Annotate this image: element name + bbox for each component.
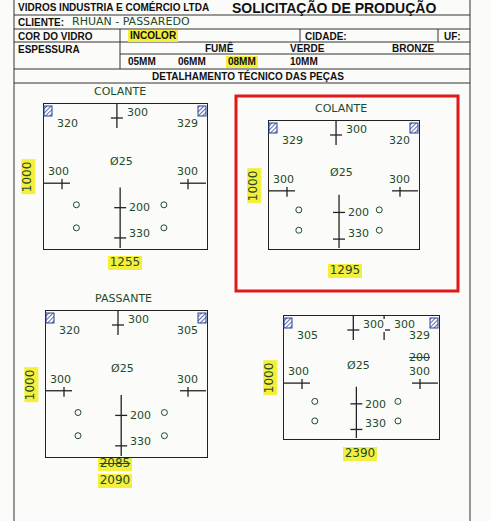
dimension-note: Ø25 <box>109 156 134 169</box>
height-dimension: 1000 <box>263 361 277 396</box>
field-name: CIDADE: <box>305 31 347 43</box>
panel-heading: COLANTE <box>314 103 368 116</box>
dimension-note: 300 <box>176 166 199 179</box>
field-name: ESPESSURA <box>18 44 80 56</box>
dimension-note: 200 <box>128 202 151 215</box>
height-dimension: 1000 <box>247 169 261 204</box>
panel-heading: COLANTE <box>93 86 147 99</box>
dimension-note: 329 <box>408 330 431 343</box>
dimension-note: 200 <box>408 352 431 365</box>
dimension-note: 200 <box>129 410 152 423</box>
glass-panel: 305300300329Ø25300200300200330 <box>283 315 440 440</box>
dimension-note: 300 <box>287 366 310 379</box>
width-dimension: 2390 <box>343 447 378 461</box>
dimension-note: 200 <box>347 207 370 220</box>
dimension-note: 330 <box>364 418 387 431</box>
width-dimension: 1295 <box>328 264 363 278</box>
dimension-note: 320 <box>58 325 81 338</box>
dimension-note: Ø25 <box>110 363 135 376</box>
dimension-note: 305 <box>296 330 319 343</box>
dimension-note: 300 <box>345 124 368 137</box>
dimension-note: 300 <box>49 374 72 387</box>
dimension-note: 300 <box>126 107 149 120</box>
option: 10MM <box>290 56 318 68</box>
option: 06MM <box>178 56 206 68</box>
dimension-note: Ø25 <box>346 360 371 373</box>
dimension-note: 300 <box>272 174 295 187</box>
height-dimension: 1000 <box>21 160 35 195</box>
dimension-note: 320 <box>388 135 411 148</box>
glass-panel: COLANTE329300320Ø25300300200330 <box>268 120 420 250</box>
dimension-note: 330 <box>128 228 151 241</box>
struck-dimension: 2085 <box>98 457 133 471</box>
dimension-note: 329 <box>281 135 304 148</box>
option: BRONZE <box>392 43 434 55</box>
section-title: DETALHAMENTO TÉCNICO DAS PEÇAS <box>152 71 344 83</box>
dimension-note: 300 <box>362 319 385 332</box>
option: VERDE <box>290 43 324 55</box>
glass-panel: COLANTE320300329Ø25300300200330 <box>43 103 208 250</box>
field-name: COR DO VIDRO <box>18 31 92 43</box>
dimension-note: 330 <box>129 436 152 449</box>
height-dimension: 1000 <box>24 368 38 403</box>
dimension-note: 300 <box>388 174 411 187</box>
width-dimension: 1255 <box>108 256 143 270</box>
option: FUMÊ <box>205 43 233 55</box>
option-selected: INCOLOR <box>128 30 178 42</box>
dimension-note: 300 <box>47 166 70 179</box>
field-name: UF: <box>444 31 461 43</box>
panel-heading: PASSANTE <box>94 293 153 306</box>
dimension-note: 305 <box>176 325 199 338</box>
glass-panel: PASSANTE320300305Ø25300300200330 <box>45 310 208 458</box>
handwritten-value: RHUAN - PASSAREDO <box>72 16 190 29</box>
dimension-note: 320 <box>56 118 79 131</box>
dimension-note: 329 <box>176 118 199 131</box>
dimension-note: 300 <box>176 374 199 387</box>
dimension-note: 300 <box>408 366 431 379</box>
dimension-note: 300 <box>127 314 150 327</box>
form-title: SOLICITAÇÃO DE PRODUÇÃO <box>232 0 436 16</box>
dimension-note: 200 <box>364 399 387 412</box>
option: 05MM <box>128 56 156 68</box>
field-name: CLIENTE: <box>18 17 64 29</box>
dimension-note: Ø25 <box>329 167 354 180</box>
company-name: VIDROS INDUSTRIA E COMÉRCIO LTDA <box>18 2 209 14</box>
option-selected: 08MM <box>226 56 258 68</box>
highlight-frame <box>236 96 458 291</box>
dimension-note: 330 <box>347 228 370 241</box>
width-dimension: 2090 <box>98 474 133 488</box>
